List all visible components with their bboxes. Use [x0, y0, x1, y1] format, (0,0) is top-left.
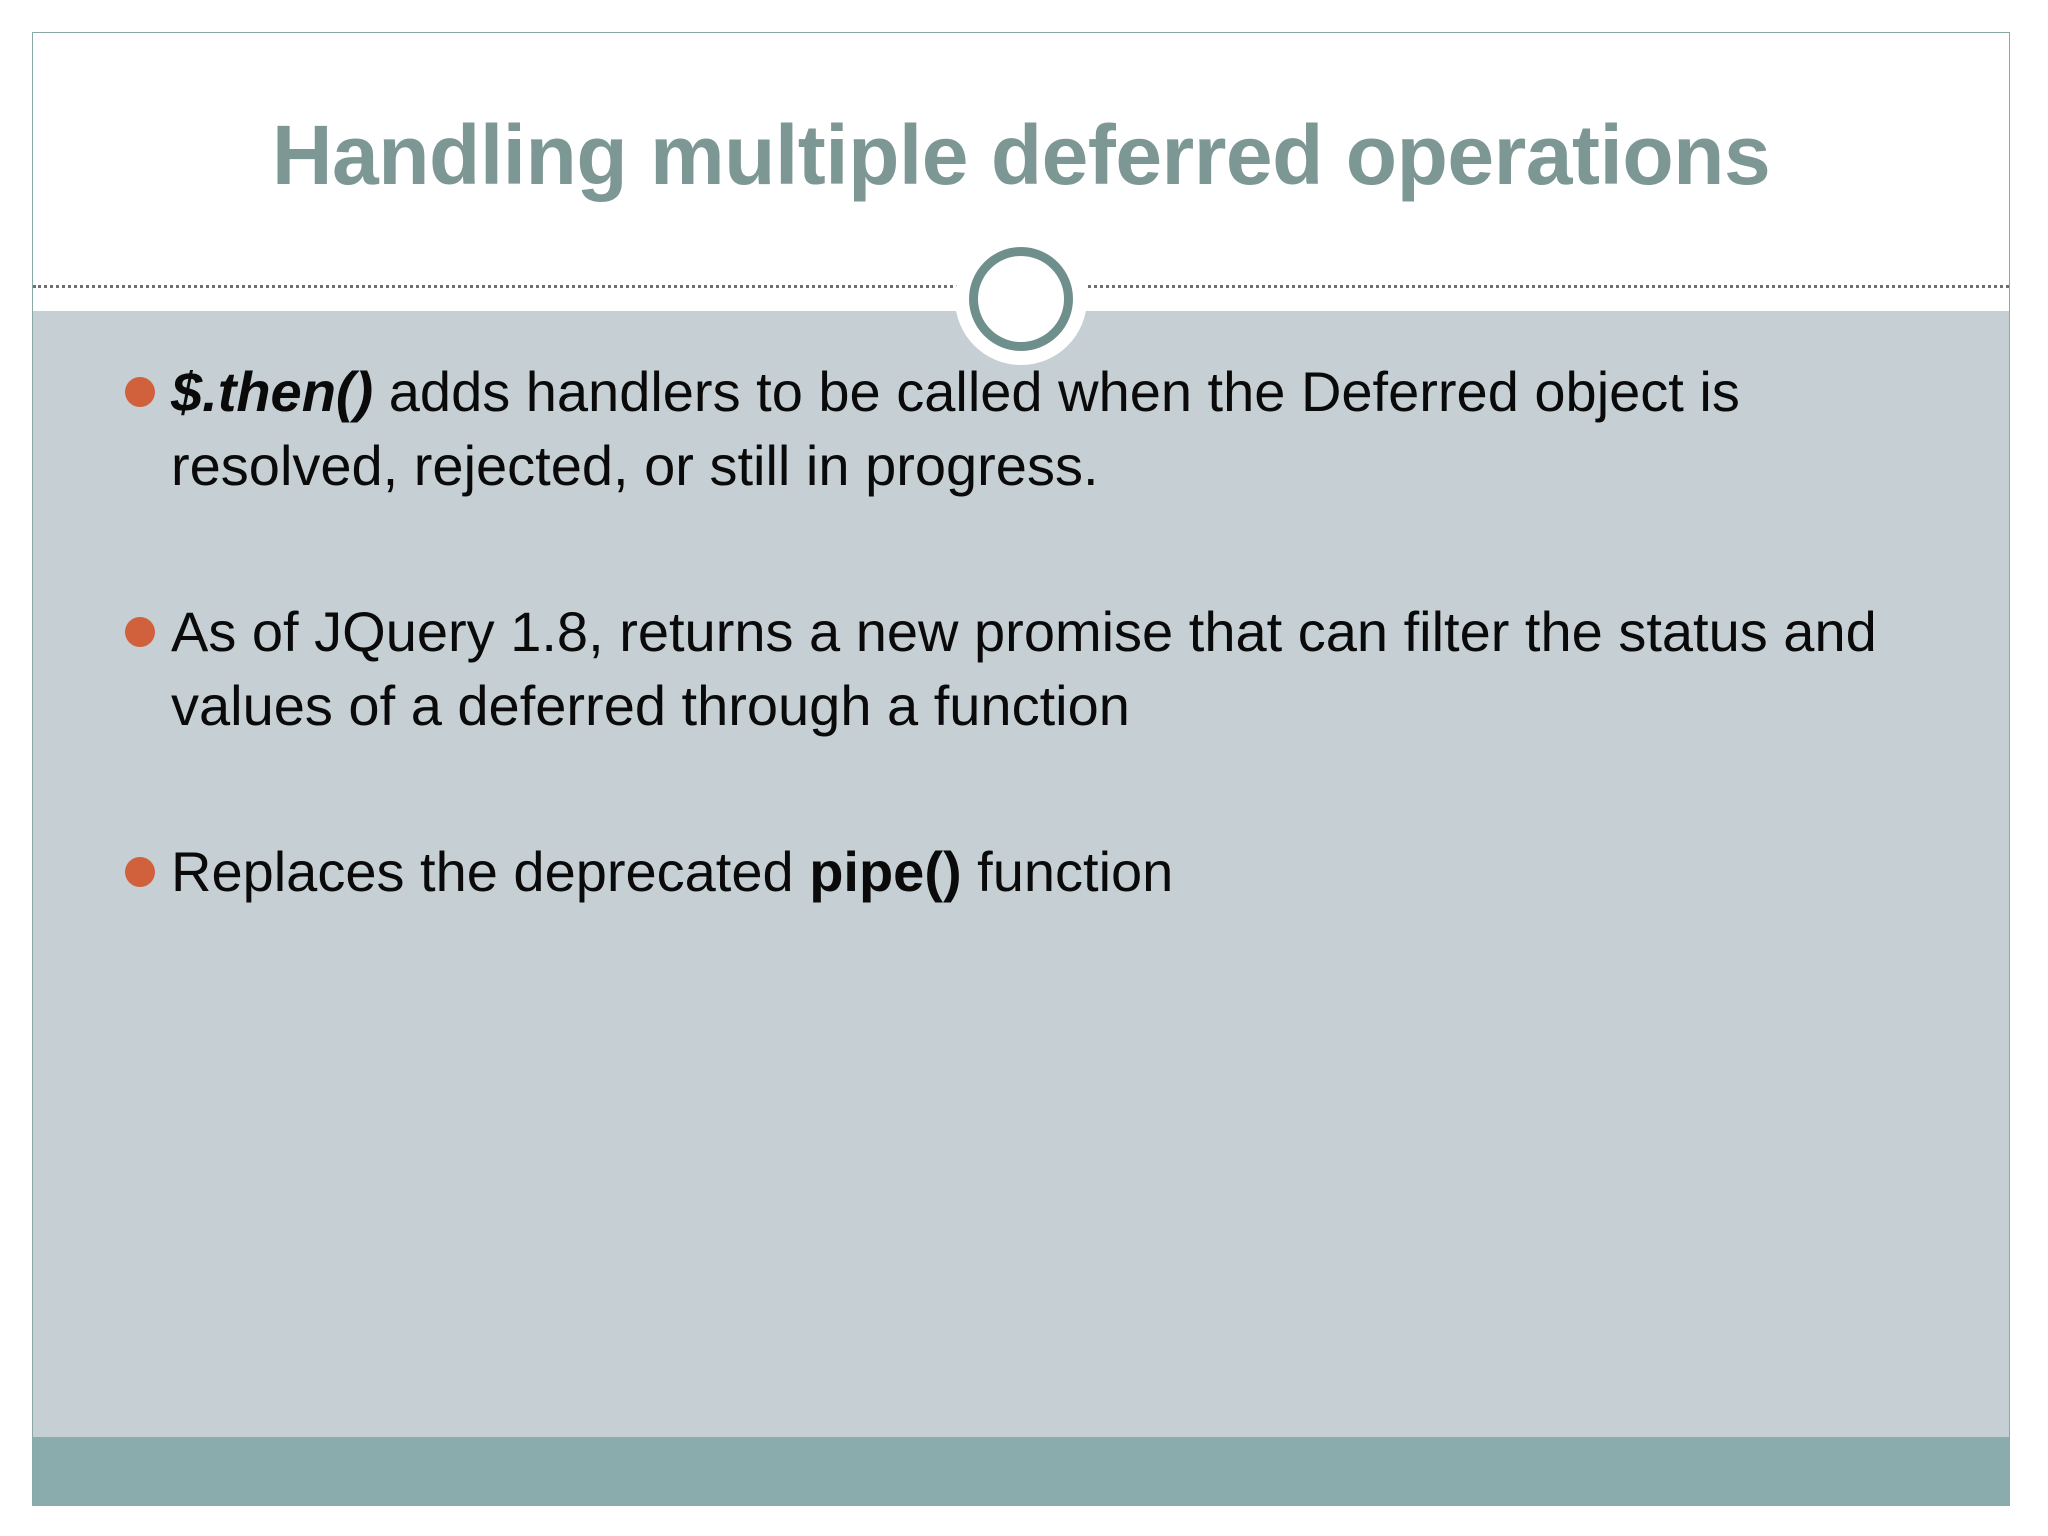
circle-ring-icon	[969, 247, 1073, 351]
bullet-lead-code: $.then()	[171, 360, 374, 423]
presentation-slide: Handling multiple deferred operations $.…	[32, 32, 2010, 1506]
footer-band-icon	[33, 1437, 2009, 1505]
bullet-text-then: $.then() adds handlers to be called when…	[171, 355, 1939, 503]
bullet-rest: As of JQuery 1.8, returns a new promise …	[171, 599, 1877, 737]
list-item: $.then() adds handlers to be called when…	[89, 355, 1939, 503]
bullet-dot-icon	[125, 377, 155, 407]
bullet-rest: adds handlers to be called when the Defe…	[171, 360, 1740, 497]
bullet-text-pipe: Replaces the deprecated pipe() function	[171, 835, 1939, 909]
circle-ring-decoration	[955, 233, 1087, 365]
bullet-mid-code: pipe()	[809, 839, 962, 903]
bullet-rest: function	[961, 839, 1174, 903]
page-title: Handling multiple deferred operations	[271, 108, 1771, 202]
bullet-dot-icon	[125, 616, 155, 647]
bullet-lead: Replaces the deprecated	[171, 839, 810, 903]
bullet-text-jquery-18: As of JQuery 1.8, returns a new promise …	[171, 595, 1939, 743]
bullet-dot-icon	[125, 856, 155, 887]
bullet-list: $.then() adds handlers to be called when…	[89, 355, 1939, 909]
list-item: As of JQuery 1.8, returns a new promise …	[89, 595, 1939, 743]
slide-body-panel: $.then() adds handlers to be called when…	[33, 311, 2009, 1437]
list-item: Replaces the deprecated pipe() function	[89, 835, 1939, 909]
